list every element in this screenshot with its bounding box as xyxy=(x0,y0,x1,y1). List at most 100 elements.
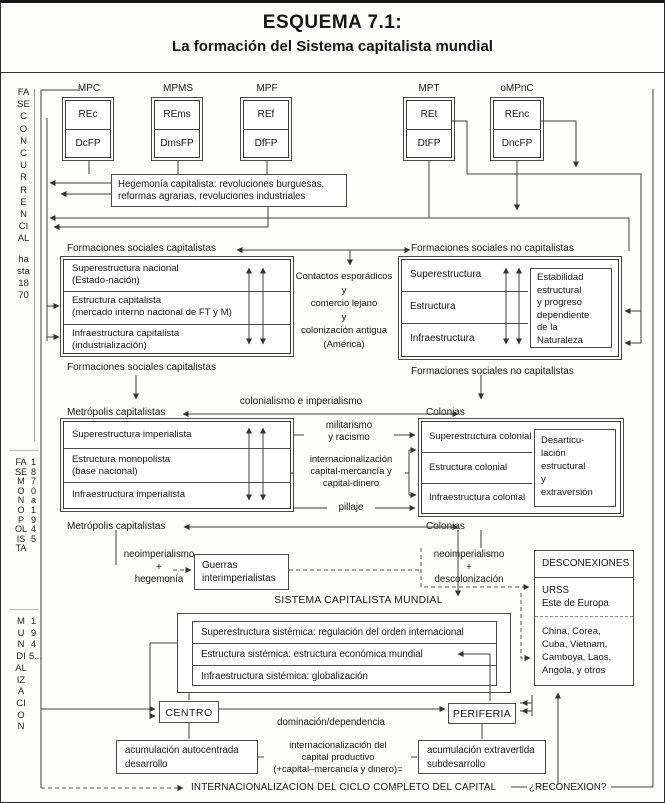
acum-perif-l2: subdesarrollo xyxy=(427,758,486,770)
page-title: ESQUEMA 7.1: xyxy=(262,12,403,33)
mpms-re: REms xyxy=(155,101,199,130)
metropolis-r2-l2: (base nacional) xyxy=(72,465,138,477)
hegemonia-box: Hegemonía capitalista: revoluciones burg… xyxy=(111,174,347,207)
estabilidad-l4: dependiente xyxy=(537,309,590,321)
desart-l2: lación xyxy=(541,448,566,459)
mode-label-mpt: MPT xyxy=(418,83,440,94)
title-block: ESQUEMA 7.1: La formación del Sistema ca… xyxy=(1,3,664,73)
contactos-block: Contactos esporádicos y comercio lejano … xyxy=(292,270,396,351)
acumulacion-centro-box: acumulación autocentrada desarrollo xyxy=(116,740,258,774)
phase-monopolista-name: FASE MONOPOLISTA xyxy=(15,457,28,554)
mpc-re: REc xyxy=(66,101,110,130)
militarismo-l2: y racismo xyxy=(328,432,370,443)
colonias-top-label: Colonias xyxy=(426,407,465,418)
acum-centro-l1: acumulación autocentrada xyxy=(125,745,239,756)
intern-prod-l3: (+capital–mercancía y dinero)= xyxy=(273,763,403,774)
neo-descolonizacion-label: neoimperialismo + descolonización xyxy=(419,549,519,587)
desc-g2-l3: Camboya, Laos, xyxy=(542,652,612,663)
fsc-top-label: Formaciones sociales capitalistas xyxy=(67,243,216,254)
neoheg-l1: neoimperialismo xyxy=(123,549,195,560)
neoheg-l2: + xyxy=(156,561,162,573)
desc-g1-l1: URSS xyxy=(542,585,569,596)
neodesc-l2: + xyxy=(466,561,472,573)
mpc-d: DcFP xyxy=(75,138,101,149)
phase-concurrencial-name: FASE CONCURRENCIAL xyxy=(17,87,30,245)
desart-l3: estructural xyxy=(541,461,586,472)
contactos-l4: y xyxy=(341,311,347,323)
desc-g2-l2: Cuba, Vietnam, xyxy=(542,639,608,650)
colonias-row-3: Infraestructura colonial xyxy=(429,492,526,503)
desc-g2-l1: China, Corea, xyxy=(542,626,601,637)
fsc-box: Superestructura nacional (Estado-nación)… xyxy=(60,256,294,357)
sistema-title: SISTEMA CAPITALISTA MUNDIAL xyxy=(274,595,443,606)
contactos-l2: y xyxy=(341,284,347,296)
desart-l4: y xyxy=(541,474,546,485)
phase-separator-1 xyxy=(9,450,39,451)
fsc-r2-l2: (mercado interno nacional de FT y M) xyxy=(72,306,232,318)
metropolis-row-3: Infraestructura imperialista xyxy=(72,489,186,500)
desart-l5: extraversión xyxy=(541,487,593,498)
desc-g1-l2: Este de Europa xyxy=(542,598,609,609)
fsc-row-estructura: Estructura capitalista (mercado interno … xyxy=(64,292,290,325)
metropolis-row-1: Superestructura imperialista xyxy=(64,422,290,449)
ompnc-d: DncFP xyxy=(501,138,533,149)
fsc-r3-l2: (industrialización) xyxy=(72,339,147,351)
acum-centro-l2: desarrollo xyxy=(125,758,168,770)
neodesc-l3: descolonización xyxy=(434,574,504,585)
acumulacion-periferia-box: acumulación extravertida subdesarrollo xyxy=(418,740,546,774)
phase-concurrencial: FASE CONCURRENCIAL hasta 1870 xyxy=(17,87,30,302)
intern-prod-l1: internacionalización del xyxy=(289,739,387,750)
hegemonia-line1: Hegemonía capitalista: revoluciones burg… xyxy=(118,179,325,190)
guerras-box: Guerras interimperialistas xyxy=(194,554,289,590)
ompnc-re: REnc xyxy=(494,101,540,130)
estabilidad-l6: Naturaleza xyxy=(537,334,583,346)
desconexiones-grupo2: China, Corea, Cuba, Vietnam, Camboya, La… xyxy=(535,617,633,677)
phase-separator-2 xyxy=(9,609,39,610)
colonias-row-1: Superestructura colonial xyxy=(422,422,532,453)
estabilidad-l2: estructural xyxy=(537,284,582,296)
estabilidad-l1: Estabilidad xyxy=(537,272,584,283)
fsc-r3-l1: Infraestructura capitalista xyxy=(72,328,180,339)
bottom-line-label: INTERNACIONALIZACION DEL CICLO COMPLETO … xyxy=(191,782,497,793)
fsnc-box: Superestructura Estructura Infraestructu… xyxy=(398,256,622,360)
metropolis-box: Superestructura imperialista Estructura … xyxy=(60,418,294,512)
page-subtitle: La formación del Sistema capitalista mun… xyxy=(172,38,493,55)
estabilidad-l3: y progreso xyxy=(537,297,582,309)
sistema-outer-box: Superestructura sistémica: regulación de… xyxy=(177,613,511,693)
mpt-re: REt xyxy=(407,101,451,130)
mode-box-mpc: REc DcFP xyxy=(62,97,114,161)
metropolis-r2-l1: Estructura monopolista xyxy=(72,454,171,465)
mpt-d: DtFP xyxy=(417,138,441,149)
dominacion-label: dominación/dependencia xyxy=(277,717,385,728)
fsc-bottom-label: Formaciones sociales capitalistas xyxy=(67,362,216,373)
fsnc-row-estructura: Estructura xyxy=(402,292,528,324)
contactos-l3: comercio lejano xyxy=(310,298,378,309)
fsc-r1-l1: Superestructura nacional xyxy=(72,263,179,274)
contactos-l6: (América) xyxy=(323,338,365,350)
reconexion-label: ¿RECONEXION? xyxy=(529,782,607,793)
mode-box-ompnc: REnc DncFP xyxy=(490,97,544,161)
acum-perif-l1: acumulación extravertida xyxy=(427,745,535,756)
mode-label-mpf: MPF xyxy=(256,83,278,94)
estabilidad-box: Estabilidad estructural y progreso depen… xyxy=(530,268,612,348)
neodesc-l1: neoimperialismo xyxy=(433,549,505,560)
sistema-row-1: Superestructura sistémica: regulación de… xyxy=(193,622,496,644)
desconexiones-title: DESCONEXIONES xyxy=(535,551,633,578)
desarticulacion-box: Desarticu- lación estructural y extraver… xyxy=(534,429,616,507)
intern-productivo-label: internacionalización del capital product… xyxy=(261,739,415,775)
fsc-row-infraestructura: Infraestructura capitalista (industriali… xyxy=(64,325,290,353)
mode-label-mpc: MPC xyxy=(77,83,101,94)
mode-label-ompnc: oMPnC xyxy=(500,83,534,94)
metropolis-top-label: Metrópolis capitalistas xyxy=(67,407,166,418)
desconexiones-box: DESCONEXIONES URSS Este de Europa China,… xyxy=(534,550,634,686)
sistema-row-2: Estructura sistémica: estructura económi… xyxy=(193,644,496,666)
guerras-l1: Guerras xyxy=(202,560,238,571)
neoheg-l3: hegemonía xyxy=(134,574,184,585)
contactos-l5: colonización antigua xyxy=(300,325,388,336)
pillaje-label: pillaje xyxy=(338,502,364,513)
mpms-d: DmsFP xyxy=(160,138,194,149)
desconexiones-grupo1: URSS Este de Europa xyxy=(535,578,633,617)
centro-box: CENTRO xyxy=(159,701,219,723)
contactos-l1: Contactos esporádicos xyxy=(295,271,393,282)
